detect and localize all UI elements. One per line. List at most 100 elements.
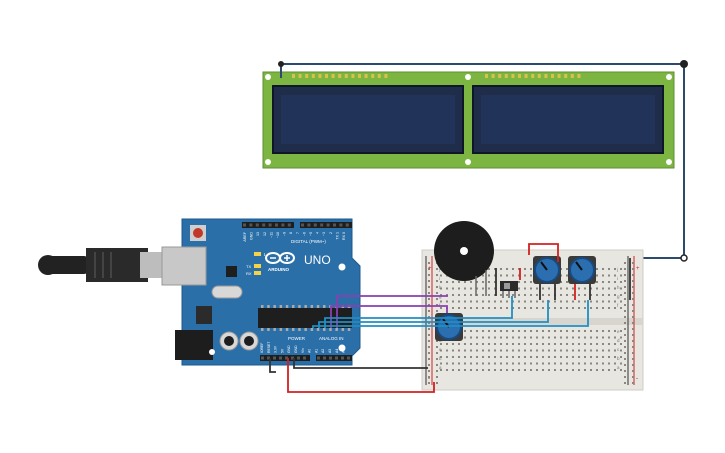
- breadboard-hole: [500, 294, 502, 296]
- breadboard-hole: [548, 287, 550, 290]
- breadboard-hole: [560, 349, 562, 352]
- breadboard-hole: [524, 274, 526, 277]
- breadboard-hole: [476, 307, 478, 309]
- rail-hole: [632, 262, 634, 264]
- rail-hole: [632, 292, 634, 294]
- breadboard-hole: [602, 362, 604, 365]
- breadboard-hole: [470, 362, 472, 365]
- breadboard-hole: [584, 369, 586, 371]
- breadboard-hole: [620, 330, 622, 332]
- breadboard-hole: [578, 343, 580, 345]
- rail-hole: [428, 334, 430, 336]
- rail-hole: [428, 262, 430, 264]
- breadboard-hole: [518, 307, 520, 309]
- arduino-wires: [269, 295, 589, 393]
- breadboard-hole: [464, 330, 466, 332]
- lcd-pin: [504, 74, 508, 78]
- digital-header-label: DIGITAL (PWM~): [291, 239, 326, 244]
- breadboard-hole: [470, 336, 472, 339]
- usb-jack: [161, 246, 207, 286]
- breadboard-hole: [548, 349, 550, 352]
- breadboard-hole: [470, 287, 472, 290]
- row-letter: c: [439, 347, 442, 352]
- arduino-uno-board[interactable]: L TX RX UNO ARDUINO DIGITAL (PWM~) ANALO…: [38, 218, 361, 366]
- breadboard-hole: [446, 294, 448, 296]
- lcd-pin: [325, 74, 328, 78]
- breadboard-hole: [482, 343, 484, 345]
- rail-hole: [428, 316, 430, 318]
- breadboard-hole: [512, 268, 514, 270]
- power-pin-label: GND: [287, 345, 291, 353]
- breadboard-hole: [614, 281, 616, 283]
- breadboard-hole: [548, 362, 550, 365]
- power-pin-label: A1: [314, 349, 318, 353]
- breadboard-hole: [578, 330, 580, 332]
- breadboard-hole: [518, 336, 520, 339]
- row-letter: e: [617, 329, 620, 334]
- analog-header-label: ANALOG IN: [319, 336, 344, 341]
- breadboard-hole: [596, 281, 598, 283]
- breadboard-hole: [566, 307, 568, 309]
- breadboard-hole: [584, 307, 586, 309]
- breadboard-hole: [446, 362, 448, 365]
- breadboard-hole: [584, 349, 586, 352]
- digital-pin-label: 4: [316, 232, 320, 234]
- breadboard-hole: [440, 369, 442, 371]
- lcd-module[interactable]: [262, 71, 675, 169]
- rail-hole: [624, 364, 626, 366]
- arduino-pcb: [181, 218, 361, 366]
- breadboard-hole: [596, 300, 598, 303]
- breadboard-hole: [512, 274, 514, 277]
- breadboard-hole: [530, 362, 532, 365]
- breadboard-hole: [536, 330, 538, 332]
- breadboard-hole: [494, 349, 496, 352]
- breadboard-hole: [500, 362, 502, 365]
- breadboard-hole: [518, 349, 520, 352]
- rail-hole: [632, 298, 634, 300]
- potentiometer-1[interactable]: [533, 256, 561, 284]
- breadboard-hole: [506, 274, 508, 277]
- lcd-pin: [577, 74, 581, 78]
- rail-hole: [624, 268, 626, 270]
- breadboard-hole: [488, 330, 490, 332]
- breadboard-hole: [518, 274, 520, 277]
- breadboard-hole: [524, 349, 526, 352]
- breadboard-hole: [560, 307, 562, 309]
- breadboard-hole: [602, 330, 604, 332]
- breadboard-hole: [620, 356, 622, 358]
- power-pin-label: Vin: [301, 348, 305, 353]
- breadboard-hole: [458, 281, 460, 283]
- breadboard-hole: [458, 300, 460, 303]
- breadboard-hole: [608, 369, 610, 371]
- breadboard-hole: [560, 369, 562, 371]
- digital-pin-label: GND: [250, 232, 254, 240]
- rail-hole: [428, 322, 430, 324]
- breadboard-hole: [566, 343, 568, 345]
- slide-switch[interactable]: [500, 281, 518, 298]
- breadboard-hole: [440, 274, 442, 277]
- potentiometer-3[interactable]: [435, 313, 463, 341]
- digital-pin-label: 2: [329, 232, 333, 234]
- breadboard-hole: [506, 343, 508, 345]
- breadboard-hole: [620, 362, 622, 365]
- breadboard-hole: [590, 336, 592, 339]
- potentiometer-2[interactable]: [568, 256, 596, 284]
- breadboard-hole: [476, 281, 478, 283]
- breadboard-hole: [476, 287, 478, 290]
- piezo-buzzer[interactable]: [434, 221, 494, 296]
- rail-hole: [624, 322, 626, 324]
- breadboard-hole: [572, 369, 574, 371]
- breadboard-hole: [614, 287, 616, 290]
- breadboard-hole: [482, 369, 484, 371]
- breadboard-hole: [440, 356, 442, 358]
- breadboard-hole: [566, 356, 568, 358]
- breadboard-hole: [476, 356, 478, 358]
- digital-pin-label: ~9: [283, 232, 287, 236]
- breadboard-hole: [470, 294, 472, 296]
- breadboard-hole: [512, 362, 514, 365]
- breadboard-hole: [566, 369, 568, 371]
- breadboard-hole: [524, 307, 526, 309]
- breadboard-hole: [542, 294, 544, 296]
- breadboard-hole: [536, 300, 538, 303]
- breadboard-hole: [578, 336, 580, 339]
